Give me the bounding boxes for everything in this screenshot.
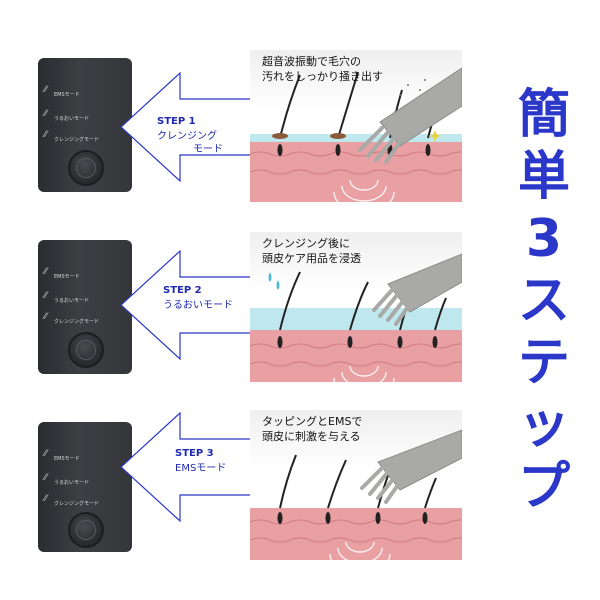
device-mode-label: ⁄⁄クレンジングモード [44,312,100,325]
device-power-button [68,332,104,368]
device-power-button [68,150,104,186]
device-image: ⁄⁄EMSモード ⁄⁄うるおいモード ⁄⁄クレンジングモード [38,240,132,374]
title-char: 3 [525,209,563,269]
title-char: ッ [517,395,570,455]
mode-indicator-icon: ⁄⁄ [44,109,48,119]
scalp-illustration [250,253,462,382]
step-text-line: クレンジング [157,131,217,142]
step-label: STEP 1 [157,116,196,127]
scalp-illustration [250,429,462,560]
title-char: ス [517,271,570,331]
panel-caption: 超音波振動で毛穴の 汚れをしっかり掻き出す [262,55,383,83]
device-power-button [68,512,104,548]
mode-indicator-icon: ⁄⁄ [44,267,48,277]
step-text-line: うるおいモード [163,300,233,311]
panel-caption: クレンジング後に 頭皮ケア用品を浸透 [262,237,361,265]
step-row-1: ⁄⁄EMSモード ⁄⁄うるおいモード ⁄⁄クレンジングモード STEP 1 クレ… [0,50,600,230]
scalp-illustration [250,67,462,202]
device-image: ⁄⁄EMSモード ⁄⁄うるおいモード ⁄⁄クレンジングモード [38,58,132,192]
step-text-line: EMSモード [175,463,227,474]
title-char: 簡 [517,85,570,145]
illustration-panel: クレンジング後に 頭皮ケア用品を浸透 [250,232,462,382]
device-mode-label: ⁄⁄EMSモード [44,85,80,98]
device-image: ⁄⁄EMSモード ⁄⁄うるおいモード ⁄⁄クレンジングモード [38,422,132,552]
mode-indicator-icon: ⁄⁄ [44,473,48,483]
step-arrow [120,72,254,182]
step-label: STEP 3 [175,448,214,459]
device-mode-label: ⁄⁄うるおいモード [44,473,90,486]
device-mode-label: ⁄⁄うるおいモード [44,109,90,122]
mode-indicator-icon: ⁄⁄ [44,312,48,322]
device-mode-label: ⁄⁄EMSモード [44,449,80,462]
title-char: プ [517,457,570,517]
mode-indicator-icon: ⁄⁄ [44,130,48,140]
step-label: STEP 2 [163,285,202,296]
illustration-panel: 超音波振動で毛穴の 汚れをしっかり掻き出す [250,50,462,202]
device-mode-label: ⁄⁄うるおいモード [44,291,90,304]
mode-indicator-icon: ⁄⁄ [44,494,48,504]
device-mode-label: ⁄⁄EMSモード [44,267,80,280]
mode-indicator-icon: ⁄⁄ [44,449,48,459]
device-mode-label: ⁄⁄クレンジングモード [44,494,100,507]
illustration-panel: タッピングとEMSで 頭皮に刺激を与える [250,410,462,560]
title-char: テ [517,333,570,393]
mode-indicator-icon: ⁄⁄ [44,85,48,95]
title-char: 単 [517,147,570,207]
panel-caption: タッピングとEMSで 頭皮に刺激を与える [262,415,363,443]
step-row-3: ⁄⁄EMSモード ⁄⁄うるおいモード ⁄⁄クレンジングモード STEP 3 EM… [0,410,600,590]
device-mode-label: ⁄⁄クレンジングモード [44,130,100,143]
step-row-2: ⁄⁄EMSモード ⁄⁄うるおいモード ⁄⁄クレンジングモード STEP 2 うる… [0,232,600,412]
page-title: 簡 単 3 ス テ ッ プ [508,84,580,518]
step-text-line: モード [193,144,223,155]
mode-indicator-icon: ⁄⁄ [44,291,48,301]
